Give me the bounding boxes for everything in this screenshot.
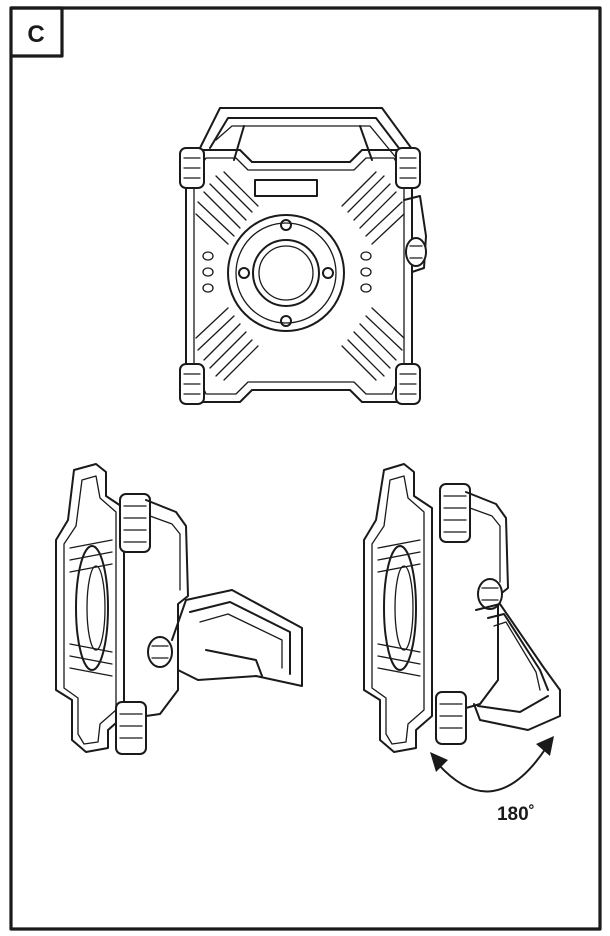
cooling-fins — [195, 171, 405, 381]
section-label: C — [27, 21, 44, 48]
front-lens — [227, 214, 345, 332]
diagram-frame — [9, 6, 602, 931]
side-led-dots — [202, 251, 372, 293]
section-label-box: C — [11, 6, 64, 58]
work-light-side-handle-rotated-icon — [363, 463, 561, 753]
work-light-front-icon — [179, 107, 427, 405]
corner-bumpers — [179, 147, 421, 405]
curved-double-arrow-icon — [430, 736, 554, 793]
work-light-side-handle-extended-icon — [55, 463, 303, 755]
rotation-angle-label: 180˚ — [497, 804, 535, 825]
